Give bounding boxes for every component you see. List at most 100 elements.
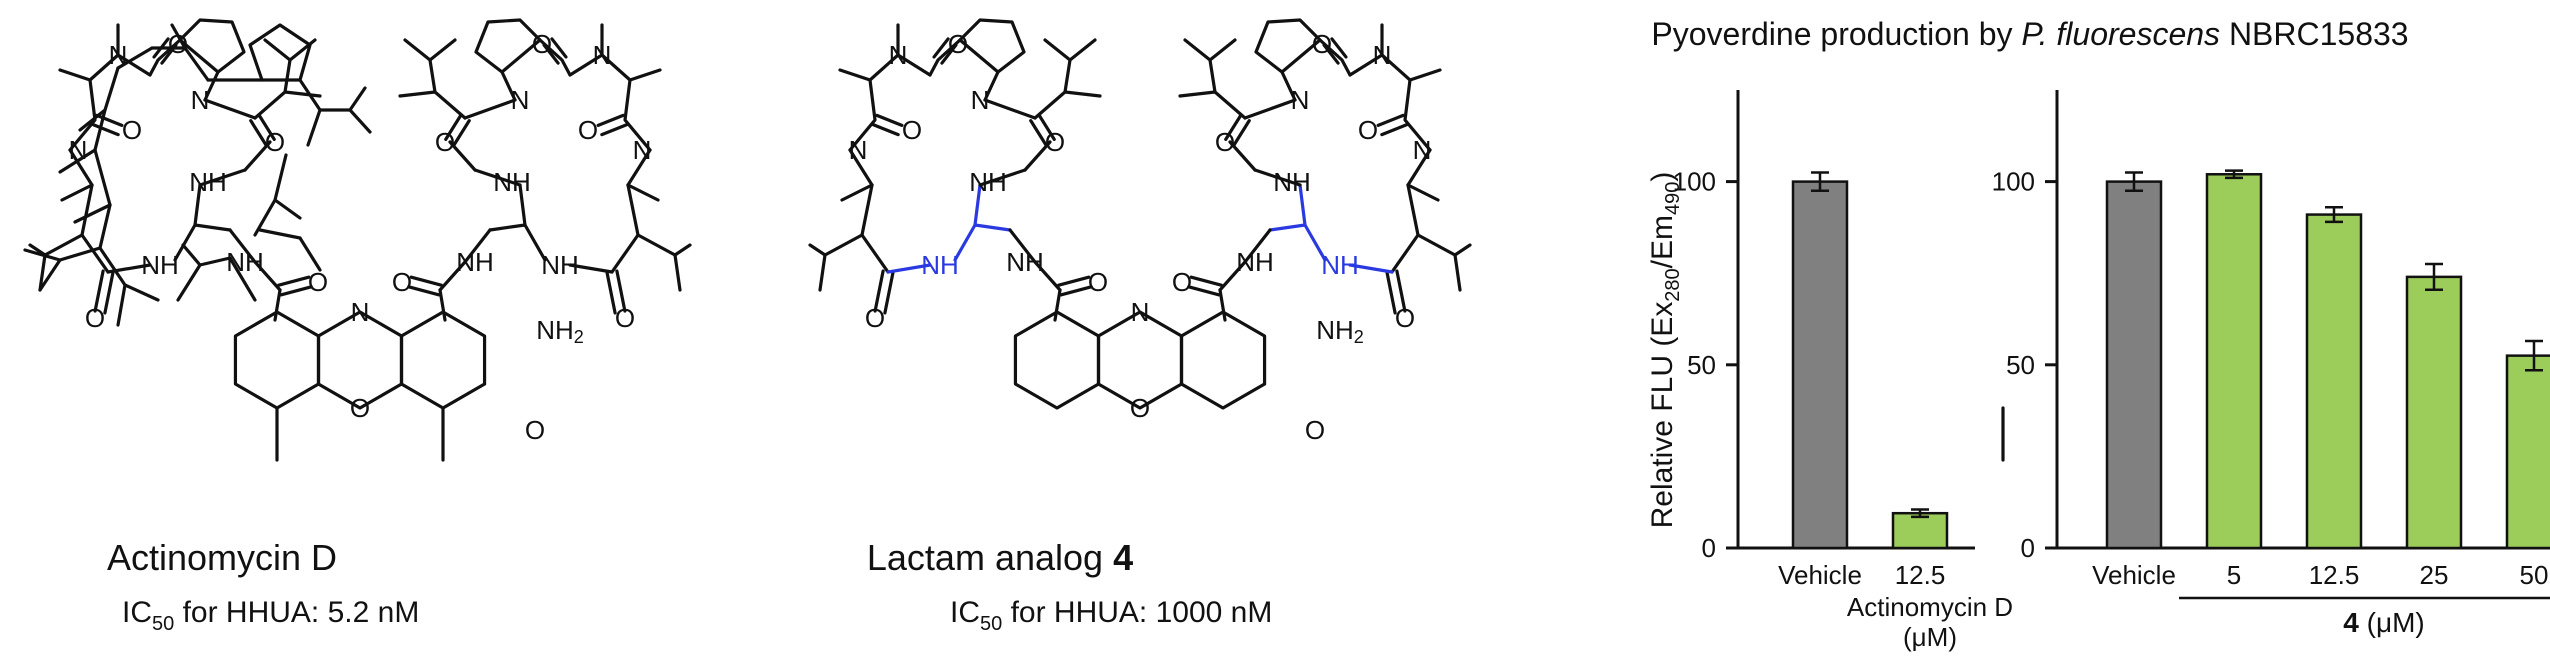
double-bond <box>249 119 268 147</box>
bond <box>253 90 322 120</box>
bond <box>473 168 522 187</box>
group-label: 4 (μM) <box>2343 607 2424 638</box>
atom-label: O <box>1088 267 1108 297</box>
bond <box>1063 38 1097 94</box>
atom-label: N <box>1413 135 1432 165</box>
bond <box>1013 310 1101 410</box>
atom-label: N <box>1131 297 1150 327</box>
atom-label: NH <box>1321 250 1359 280</box>
y-axis-label: Relative FLU (Ex280/Em490) <box>1646 172 1684 529</box>
x-tick-label: 12.5 <box>2309 560 2360 590</box>
atom-label: NH <box>456 247 494 277</box>
double-bond <box>596 113 625 127</box>
atom-label: O <box>1395 303 1415 333</box>
double-bond <box>1380 123 1409 137</box>
bond <box>1403 78 1432 152</box>
double-bond <box>873 269 885 313</box>
y-tick-label: 0 <box>1702 533 1716 563</box>
bond <box>148 38 182 77</box>
atom-label: NH <box>1236 247 1274 277</box>
bond <box>623 78 652 152</box>
bond <box>1179 310 1267 410</box>
bond <box>203 70 220 102</box>
atom-label: O <box>1172 267 1192 297</box>
atom-label: NH <box>226 247 264 277</box>
atom-label: O <box>615 303 635 333</box>
double-bond <box>605 271 617 315</box>
atom-label: O <box>85 303 105 333</box>
bond <box>80 233 110 274</box>
bar <box>2205 173 2263 550</box>
lactam-analog-labels: Lactam analog 4 IC50 for HHUA: 1000 nM <box>867 537 1272 635</box>
bond <box>953 223 1012 262</box>
atom-label: N <box>351 297 370 327</box>
double-bond <box>1395 269 1407 313</box>
bond <box>1348 263 1394 274</box>
chart-title: Pyoverdine production by P. fluorescens … <box>1651 16 2408 52</box>
atom-label: O <box>532 29 552 59</box>
double-bond <box>1330 37 1348 59</box>
double-bond <box>1057 275 1091 287</box>
bond <box>1243 98 1297 120</box>
bond <box>173 223 232 262</box>
double-bond <box>103 271 115 315</box>
bond <box>253 260 282 292</box>
bond <box>518 183 527 227</box>
bond <box>263 38 292 62</box>
atom-label: O <box>1215 127 1235 157</box>
double-bond <box>932 37 950 59</box>
lactam-analog-ic50: IC50 for HHUA: 1000 nM <box>950 596 1272 635</box>
bond <box>983 98 1037 120</box>
bond <box>1268 223 1327 262</box>
atom-label: NH2 <box>536 315 584 347</box>
double-bond <box>409 275 443 287</box>
double-bond <box>940 43 958 65</box>
double-bond <box>452 119 471 147</box>
bond <box>1053 288 1062 322</box>
double-bond <box>1322 43 1340 65</box>
bond <box>1033 260 1062 292</box>
double-bond <box>600 123 629 137</box>
atom-label: O <box>308 267 328 297</box>
atom-label: NH <box>141 250 179 280</box>
atom-label: NH <box>541 250 579 280</box>
x-tick-label: Vehicle <box>1778 560 1862 590</box>
bond <box>1023 140 1052 172</box>
atom-label: NH2 <box>1316 315 1364 347</box>
bond <box>1218 288 1227 322</box>
bar <box>2105 180 2163 550</box>
atom-label: N <box>1373 40 1392 70</box>
bond <box>1280 70 1297 102</box>
bond <box>886 263 932 274</box>
bond <box>1208 38 1237 62</box>
bond <box>1228 140 1257 172</box>
double-bond <box>407 285 441 297</box>
double-bond <box>542 43 560 65</box>
atom-label: N <box>511 85 530 115</box>
bar <box>1791 180 1849 550</box>
double-bond <box>1189 275 1223 287</box>
y-tick-label: 50 <box>2006 350 2035 380</box>
bond <box>1218 260 1247 292</box>
bond <box>1096 310 1184 410</box>
bond <box>1183 38 1217 94</box>
double-bond <box>1059 285 1093 297</box>
bond <box>1254 18 1322 74</box>
atom-label: N <box>109 40 128 70</box>
double-bond <box>93 269 105 313</box>
bond <box>1406 148 1432 187</box>
atom-label: O <box>392 267 412 297</box>
bond <box>488 223 547 262</box>
double-bond <box>615 269 627 313</box>
double-bond <box>152 37 170 59</box>
bond <box>38 253 47 292</box>
bond <box>316 310 404 410</box>
atom-label: O <box>902 115 922 145</box>
bond <box>1008 228 1037 264</box>
atom-label: N <box>593 40 612 70</box>
bond <box>1033 90 1102 120</box>
bond <box>626 148 652 187</box>
double-bond <box>1224 113 1243 141</box>
double-bond <box>95 113 124 127</box>
